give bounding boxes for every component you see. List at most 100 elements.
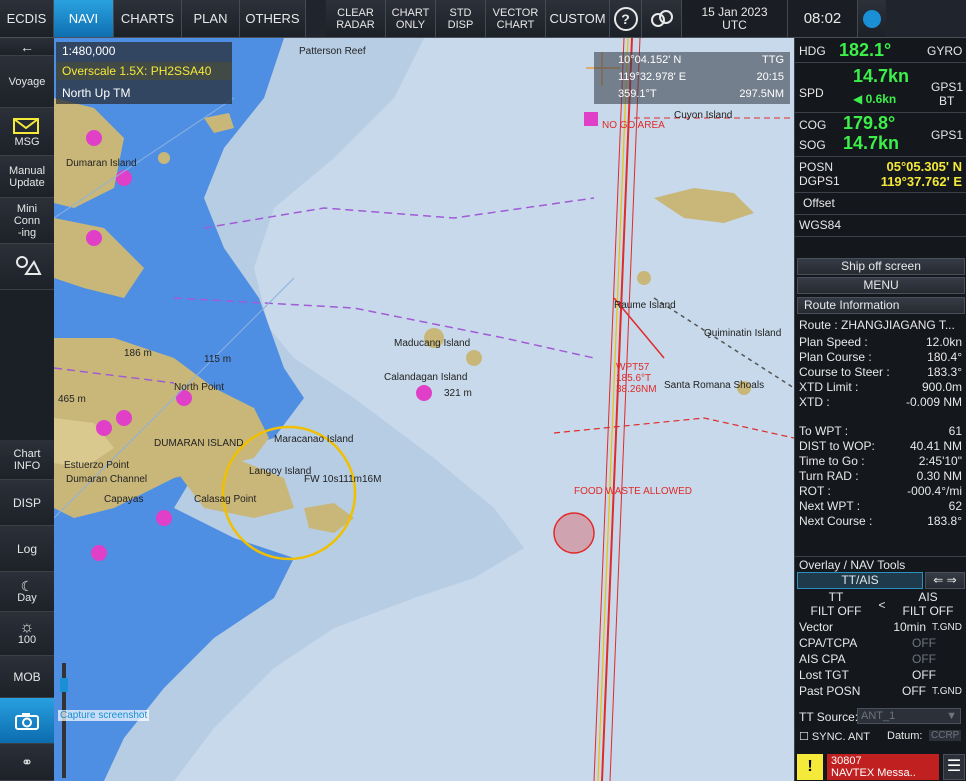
label-calasag-point: Calasag Point [194, 494, 257, 505]
label-cuyon-island: Cuyon Island [674, 110, 733, 121]
voyage-button[interactable]: Voyage [0, 56, 54, 108]
settings-icon [863, 9, 881, 28]
lost-tgt-value[interactable]: OFF [912, 668, 936, 682]
cursor-ttg: TTG [762, 54, 784, 66]
tt-label: TT [828, 590, 844, 604]
posn-longitude: 119°37.762' E [880, 174, 962, 189]
chart-map[interactable]: 1:480,000 Overscale 1.5X: PH2SSA40 North… [54, 38, 794, 781]
ship-off-screen-button[interactable]: Ship off screen [797, 258, 965, 275]
time-to-go-label: Time to Go : [799, 454, 865, 468]
network-button[interactable] [642, 0, 682, 37]
spd-source-1[interactable]: GPS1 [931, 80, 964, 94]
vector-value[interactable]: 10min [893, 620, 926, 634]
cursor-latitude: 10°04.152' N [618, 54, 682, 66]
chevron-left-icon[interactable]: < [878, 598, 886, 612]
datum-select[interactable]: CCRP [929, 730, 962, 741]
label-santa-romana-shoals: Santa Romana Shoals [664, 380, 765, 391]
msg-button[interactable]: MSG [0, 108, 54, 156]
datum-select-label: Datum: [887, 730, 923, 742]
cog-source[interactable]: GPS1 [931, 128, 964, 142]
past-posn-value[interactable]: OFF [902, 684, 926, 698]
disp-button[interactable]: DISP [0, 480, 54, 526]
spd-value: 14.7kn [853, 66, 910, 86]
plan-menu-button[interactable]: PLAN [182, 0, 240, 37]
menu-button[interactable]: MENU [797, 277, 965, 294]
sync-ant-checkbox[interactable]: ☐ SYNC. ANT [799, 731, 870, 743]
cpa-tcpa-label: CPA/TCPA [799, 636, 858, 650]
overlay-nav-tools-header[interactable]: Overlay / NAV Tools [799, 558, 906, 572]
xtd-limit-label: XTD Limit : [799, 380, 859, 394]
log-button[interactable]: Log [0, 526, 54, 572]
cpa-tcpa-value[interactable]: OFF [912, 636, 936, 650]
hdg-source[interactable]: GYRO [927, 44, 963, 58]
label-north-point: North Point [174, 382, 225, 393]
back-button[interactable]: ← [0, 38, 54, 56]
charts-menu-button[interactable]: CHARTS [114, 0, 182, 37]
posn-source[interactable]: DGPS1 [799, 174, 840, 188]
day-night-button[interactable]: ☾ Day [0, 572, 54, 612]
alert-warning-icon[interactable]: ! [797, 754, 823, 780]
mob-button[interactable]: MOB [0, 656, 54, 698]
list-icon: ☰ [946, 758, 962, 775]
brightness-button[interactable]: ☼ 100 [0, 612, 54, 656]
route-information-header[interactable]: Route Information [797, 297, 965, 314]
posn-label: POSN [799, 160, 834, 174]
custom-button[interactable]: CUSTOM [546, 0, 610, 37]
tab-tt-ais[interactable]: TT/AIS [797, 572, 923, 589]
left-toolbar-spacer [0, 290, 54, 440]
ecdis-menu-button[interactable]: ECDIS [0, 0, 54, 37]
others-menu-button[interactable]: OTHERS [240, 0, 306, 37]
plan-speed-value: 12.0kn [925, 335, 962, 349]
past-posn-mode[interactable]: T.GND [932, 686, 962, 697]
vector-label: Vector [799, 620, 834, 634]
tt-filter-button[interactable]: FILT OFF [810, 604, 862, 618]
tab-nav-arrows[interactable]: ⇐ ⇒ [925, 572, 965, 589]
sun-icon: ☼ [19, 618, 35, 636]
vector-mode[interactable]: T.GND [932, 622, 962, 633]
alert-list-button[interactable]: ☰ [943, 754, 965, 780]
next-course-value: 183.8° [927, 514, 962, 528]
label-maducang-island: Maducang Island [394, 338, 471, 349]
navi-menu-button[interactable]: NAVI [54, 0, 114, 37]
turn-rad-value: 0.30 NM [916, 469, 962, 483]
help-button[interactable]: ? [610, 0, 642, 37]
alarm-silence-button[interactable]: ⚭ [0, 744, 54, 781]
settings-button[interactable] [858, 0, 886, 37]
ais-cpa-value[interactable]: OFF [912, 652, 936, 666]
tools-button[interactable] [0, 244, 54, 290]
label-no-go-area: NO GO AREA [602, 120, 665, 131]
gear-compass-icon [16, 255, 42, 275]
course-to-steer-label: Course to Steer : [799, 365, 890, 379]
label-waypoint: WPT57 [616, 362, 650, 373]
sog-label: SOG [799, 138, 826, 152]
capture-screenshot-tooltip: Capture screenshot [58, 710, 150, 721]
course-to-steer-value: 183.3° [927, 365, 962, 379]
label-maracanao-island: Maracanao Island [274, 434, 354, 445]
alert-message[interactable]: 30807 NAVTEX Messa.. [827, 754, 939, 780]
datum-label: WGS84 [799, 218, 842, 232]
separator [795, 62, 966, 63]
chart-scale-panel: 1:480,000 Overscale 1.5X: PH2SSA40 North… [56, 42, 232, 104]
xtd-limit-value: 900.0m [921, 380, 962, 394]
moon-icon: ☾ [20, 577, 34, 594]
plan-course-label: Plan Course : [799, 350, 872, 364]
chart-scale[interactable]: 1:480,000 [62, 44, 116, 58]
screenshot-button[interactable] [0, 698, 54, 744]
cursor-bearing: 359.1°T [618, 88, 657, 100]
cog-value: 179.8° [843, 113, 896, 133]
orientation-mode[interactable]: North Up TM [62, 86, 131, 100]
camera-icon [15, 712, 39, 730]
tt-source-select[interactable]: ANT_1 ▼ [857, 708, 961, 724]
label-dumaran-island: DUMARAN ISLAND [154, 438, 244, 449]
ais-filter-button[interactable]: FILT OFF [902, 604, 954, 618]
offset-label[interactable]: Offset [803, 196, 835, 210]
spd-source-2[interactable]: BT [939, 94, 955, 108]
rot-value: -000.4°/mi [907, 484, 962, 498]
